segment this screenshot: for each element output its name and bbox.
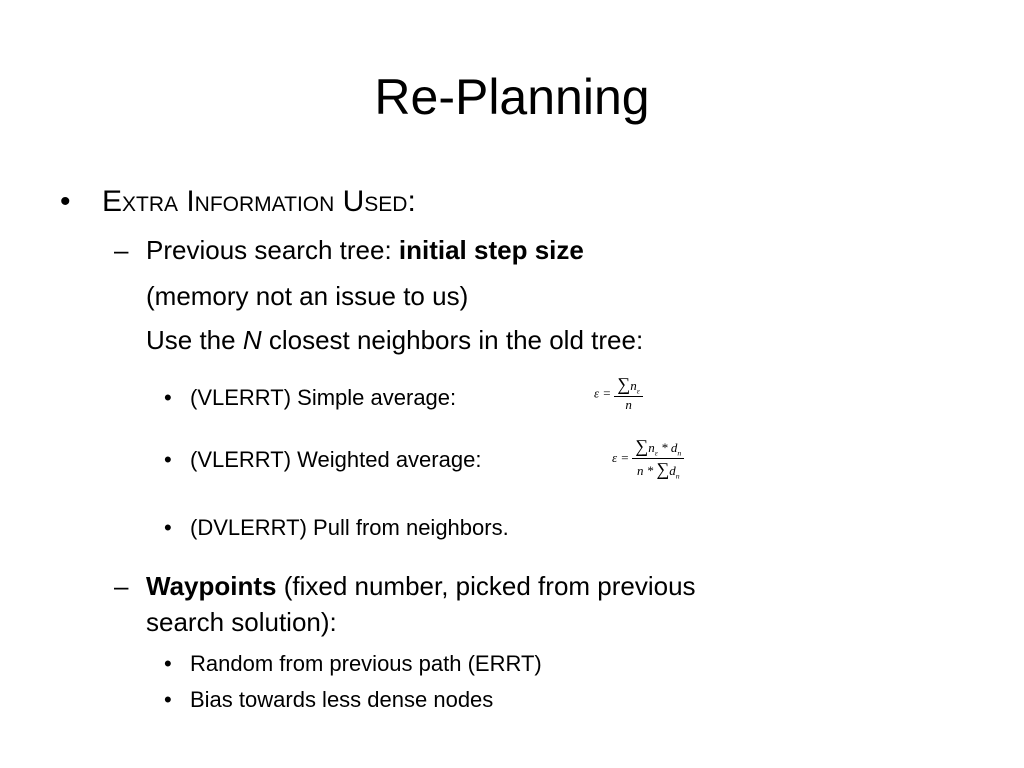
- sub-bullet-dot: •: [164, 651, 172, 676]
- sub-bullet-dot: •: [164, 385, 172, 410]
- formula-denominator: n: [614, 395, 643, 413]
- extra-information-heading: Extra Information Used:: [102, 185, 416, 218]
- sigma-symbol: ∑: [617, 374, 631, 394]
- initial-step-size-text: initial step size: [398, 235, 584, 265]
- use-neighbors-line: Use the N closest neighbors in the old t…: [146, 324, 643, 356]
- sub-bullet-dot: •: [164, 515, 172, 540]
- formula-star: *: [643, 462, 657, 478]
- weighted-average-formula: ε = ∑nε * dn n * ∑dn: [612, 436, 685, 481]
- formula-subscript: ε: [636, 386, 640, 396]
- formula-subscript: n: [675, 471, 680, 481]
- simple-average-item: (VLERRT) Simple average:: [190, 385, 457, 410]
- sigma-symbol: ∑: [656, 458, 670, 479]
- bias-less-dense-item: Bias towards less dense nodes: [190, 687, 494, 712]
- closest-neighbors-text: closest neighbors in the old tree:: [261, 325, 644, 355]
- formula-numerator: ∑nε: [614, 374, 642, 396]
- memory-note: (memory not an issue to us): [146, 281, 469, 311]
- waypoints-rest-text: (fixed number, picked from previous: [276, 571, 696, 601]
- formula-fraction: ∑nε * dn n * ∑dn: [632, 436, 685, 481]
- dash-marker: –: [114, 235, 129, 265]
- simple-average-formula: ε = ∑nε n: [594, 374, 643, 413]
- formula-var: n: [648, 440, 655, 455]
- previous-tree-text: Previous search tree:: [146, 235, 399, 265]
- sub-bullet-dot: •: [164, 447, 172, 472]
- formula-star: *: [657, 440, 671, 455]
- waypoints-line: Waypoints (fixed number, picked from pre…: [146, 570, 696, 602]
- weighted-average-item: (VLERRT) Weighted average:: [190, 447, 482, 472]
- formula-subscript: ε: [654, 448, 658, 458]
- formula-var: n: [630, 378, 637, 393]
- sub-bullet-dot: •: [164, 687, 172, 712]
- use-the-text: Use the: [146, 325, 243, 355]
- formula-numerator: ∑nε * dn: [632, 436, 684, 458]
- formula-fraction: ∑nε n: [614, 374, 643, 413]
- n-variable: N: [242, 325, 262, 355]
- dash-marker: –: [114, 571, 129, 601]
- epsilon-equals: ε =: [612, 450, 630, 466]
- formula-var: n: [636, 462, 644, 478]
- formula-var: d: [670, 440, 678, 455]
- previous-tree-line: Previous search tree: initial step size: [146, 234, 584, 266]
- waypoints-continuation: search solution):: [146, 607, 337, 637]
- pull-from-neighbors-item: (DVLERRT) Pull from neighbors.: [190, 515, 509, 540]
- epsilon-equals: ε =: [594, 385, 612, 401]
- sigma-symbol: ∑: [635, 436, 649, 456]
- random-previous-path-item: Random from previous path (ERRT): [190, 651, 542, 676]
- formula-subscript: n: [677, 448, 682, 458]
- waypoints-bold-text: Waypoints: [146, 571, 277, 601]
- slide-title: Re-Planning: [374, 69, 650, 125]
- bullet-dot: •: [60, 185, 71, 218]
- formula-var: d: [669, 462, 676, 478]
- formula-denominator: n * ∑dn: [632, 457, 685, 481]
